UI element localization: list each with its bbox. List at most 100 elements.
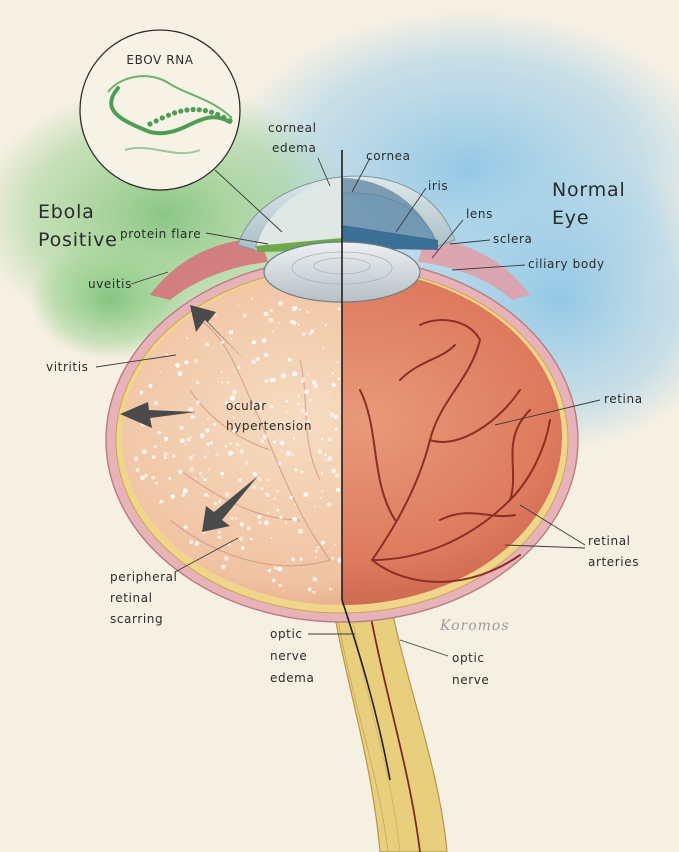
speckle [257, 406, 263, 412]
speckle [333, 543, 336, 546]
speckle [293, 503, 296, 506]
speckle [221, 340, 225, 344]
label-optic-edema-2: nerve [270, 649, 307, 663]
speckle [287, 357, 292, 362]
speckle [292, 371, 298, 377]
speckle [317, 448, 323, 455]
speckle [257, 514, 262, 519]
speckle [285, 450, 291, 456]
speckle [225, 401, 230, 406]
speckle [199, 471, 203, 475]
rna-bead [208, 109, 215, 115]
speckle [329, 587, 333, 591]
speckle [273, 565, 278, 570]
speckle [239, 536, 244, 542]
speckle [205, 428, 210, 433]
speckle [229, 395, 235, 401]
speckle [273, 497, 276, 500]
speckle [327, 456, 333, 462]
speckle [333, 414, 339, 420]
speckle [183, 525, 188, 530]
speckle [281, 373, 287, 379]
speckle [314, 556, 317, 559]
speckle [224, 492, 230, 497]
speckle [307, 587, 312, 592]
speckle [251, 359, 256, 365]
ebov-rna-inset [79, 29, 283, 233]
label-peripheral-2: retinal [110, 591, 153, 605]
speckle [302, 376, 305, 380]
speckle [199, 433, 205, 438]
speckle [264, 379, 268, 383]
speckle [293, 426, 297, 430]
speckle [164, 456, 167, 460]
speckle [249, 537, 253, 541]
speckle [327, 437, 332, 442]
speckle [297, 323, 300, 326]
speckle [331, 468, 336, 474]
speckle [232, 428, 238, 434]
speckle [312, 590, 316, 594]
label-peripheral-3: scarring [110, 612, 163, 626]
speckle [178, 469, 183, 475]
speckle [335, 473, 340, 478]
speckle [273, 440, 277, 444]
speckle [189, 466, 195, 472]
speckle [229, 442, 232, 445]
speckle [260, 439, 265, 443]
speckle [331, 556, 334, 560]
speckle [290, 319, 294, 324]
speckle [209, 441, 213, 445]
speckle [271, 377, 276, 383]
label-retinal-arteries-1: retinal [588, 534, 631, 548]
speckle [217, 499, 222, 504]
rna-bead [221, 114, 227, 120]
speckle [188, 455, 193, 460]
label-cornea: cornea [366, 149, 411, 163]
speckle [329, 412, 335, 418]
speckle [299, 557, 303, 561]
leader-lines [95, 157, 601, 657]
speckle [206, 494, 210, 497]
speckle [279, 515, 283, 519]
speckle [304, 389, 309, 395]
speckle [296, 402, 300, 406]
speckle [292, 516, 298, 522]
speckle [308, 332, 312, 336]
speckle [165, 352, 168, 356]
speckle [237, 478, 242, 483]
speckle [294, 468, 298, 472]
label-optic-edema-3: edema [270, 671, 314, 685]
speckle [230, 337, 233, 340]
speckle [228, 450, 233, 456]
label-corneal-edema-1: corneal [268, 121, 317, 135]
speckle [337, 557, 342, 563]
rna-bead [147, 121, 153, 127]
speckle [237, 365, 241, 369]
speckle [252, 471, 258, 476]
label-peripheral-1: peripheral [110, 570, 178, 584]
speckle [221, 381, 224, 384]
speckle [267, 478, 270, 482]
label-optic-edema-1: optic [270, 627, 303, 641]
rna-bead [184, 107, 190, 113]
speckle [182, 488, 188, 494]
speckle [321, 490, 324, 493]
speckle [300, 408, 305, 413]
speckle [221, 477, 224, 479]
speckle [244, 461, 249, 465]
speckle [163, 451, 168, 457]
speckle [196, 400, 200, 405]
speckle [270, 309, 273, 312]
speckle [263, 311, 269, 317]
speckle [154, 481, 158, 485]
rna-bead [215, 111, 221, 118]
speckle [314, 505, 316, 508]
pressure-arrows [120, 305, 258, 532]
speckle [259, 407, 261, 409]
speckle [141, 449, 147, 455]
speckle [184, 443, 186, 446]
speckle [208, 468, 211, 471]
speckle [227, 542, 231, 547]
right-title-line2: Eye [552, 207, 589, 229]
